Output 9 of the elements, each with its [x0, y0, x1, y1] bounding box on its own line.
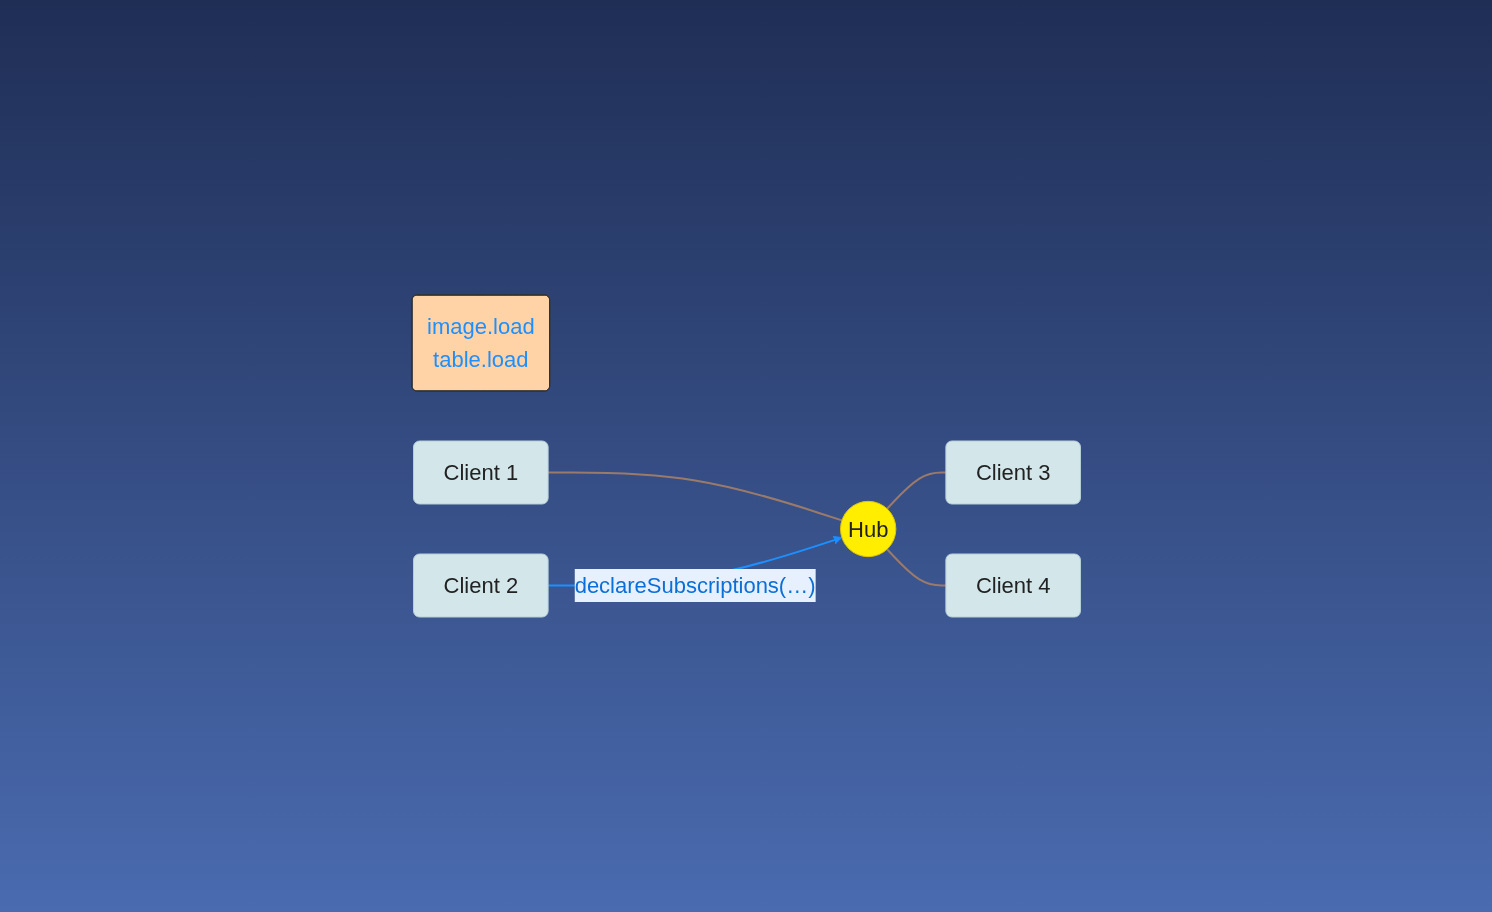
node-box: Client 3: [945, 440, 1081, 505]
node-box: Client 2: [412, 553, 549, 618]
connector: [885, 471, 947, 510]
node-box: Client 1: [412, 440, 549, 505]
connector: [885, 548, 947, 587]
edge-label: declareSubscriptions(…): [574, 569, 816, 602]
connector: [546, 471, 843, 522]
node-box: Client 4: [945, 553, 1081, 618]
node-circle: Hub: [839, 500, 897, 558]
